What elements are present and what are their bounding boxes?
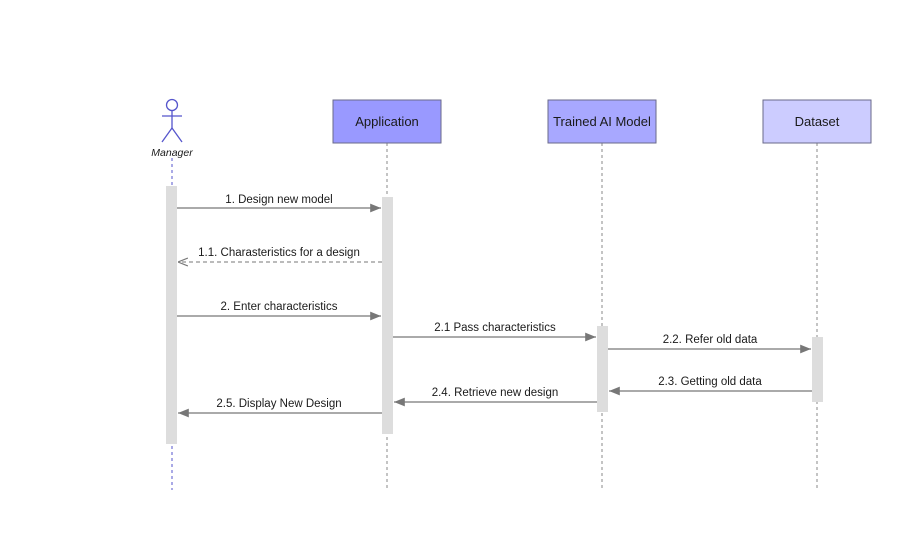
message-retrieve-new-design: 2.4. Retrieve new design: [394, 387, 597, 407]
message-label: 2.1 Pass characteristics: [434, 322, 556, 334]
message-display-new-design: 2.5. Display New Design: [178, 398, 382, 418]
activation-dataset: [812, 337, 823, 402]
message-pass-characteristics: 2.1 Pass characteristics: [393, 322, 596, 342]
activation-model: [597, 326, 608, 412]
stick-figure-icon: [161, 98, 183, 143]
participant-label: Application: [355, 114, 419, 129]
message-getting-old-data: 2.3. Getting old data: [609, 376, 812, 396]
message-label: 2.2. Refer old data: [663, 334, 758, 346]
message-label: 2.4. Retrieve new design: [432, 387, 559, 399]
message-design-new-model: 1. Design new model: [177, 194, 381, 213]
message-label: 2.5. Display New Design: [216, 398, 341, 410]
activation-manager: [166, 186, 177, 444]
message-label: 1. Design new model: [225, 194, 332, 206]
message-refer-old-data: 2.2. Refer old data: [608, 334, 811, 354]
participant-label: Dataset: [795, 114, 840, 129]
message-label: 1.1. Charasteristics for a design: [198, 247, 360, 259]
participant-trained-ai-model: Trained AI Model: [547, 99, 657, 144]
actor-label: Manager: [151, 147, 193, 159]
participant-dataset: Dataset: [762, 99, 872, 144]
participant-label: Trained AI Model: [553, 114, 651, 129]
participant-application: Application: [332, 99, 442, 144]
message-label: 2. Enter characteristics: [221, 301, 338, 313]
message-enter-characteristics: 2. Enter characteristics: [177, 301, 381, 321]
activation-app: [382, 197, 393, 434]
message-charasteristics-for-design: 1.1. Charasteristics for a design: [178, 247, 382, 262]
message-label: 2.3. Getting old data: [658, 376, 762, 388]
actor-manager: Manager: [151, 98, 193, 159]
